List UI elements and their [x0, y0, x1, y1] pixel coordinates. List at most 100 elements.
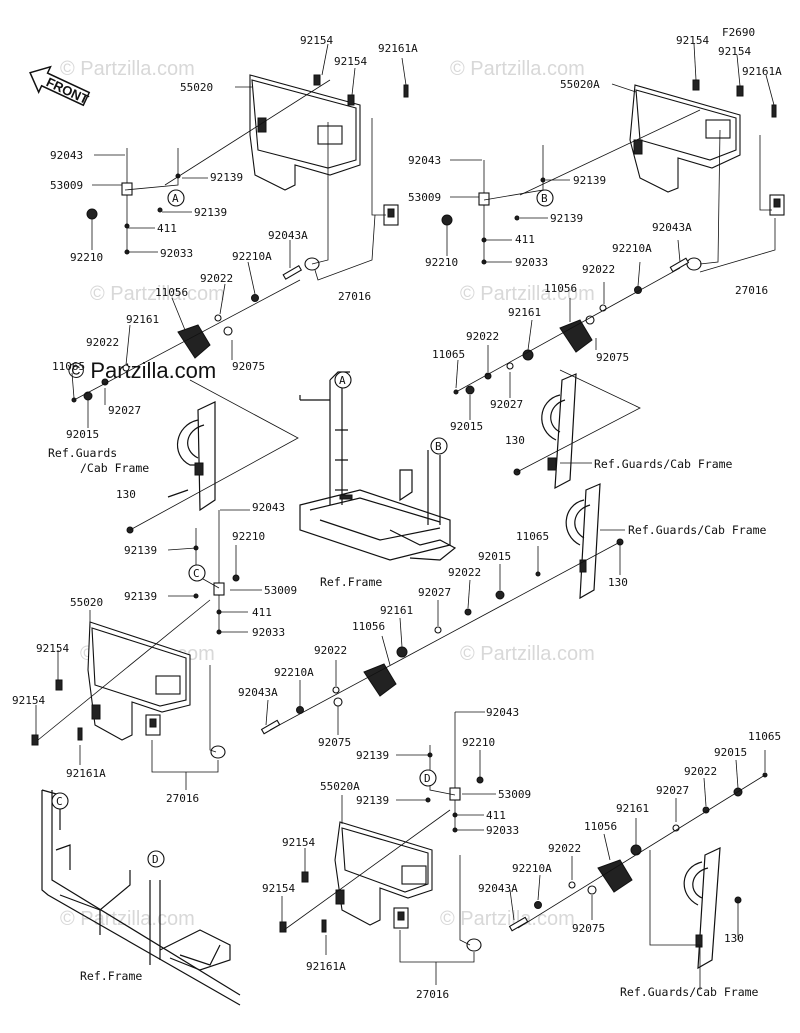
- label-92210: 92210: [425, 256, 458, 269]
- circle-ref-a-small: A: [172, 192, 179, 205]
- circle-ref-d-small: D: [424, 772, 431, 785]
- label-92043: 92043: [408, 154, 441, 167]
- watermark: © Partzilla.com: [90, 283, 225, 305]
- ref-guards-cab-frame: Ref.Guards/Cab Frame: [620, 985, 759, 999]
- label-92154: 92154: [36, 642, 69, 655]
- label-92139: 92139: [194, 206, 227, 219]
- label-92027: 92027: [108, 404, 141, 417]
- label-92043a: 92043A: [238, 686, 278, 699]
- label-92154: 92154: [334, 55, 367, 68]
- label-92027: 92027: [656, 784, 689, 797]
- label-92161: 92161: [616, 802, 649, 815]
- label-92022: 92022: [466, 330, 499, 343]
- label-92075: 92075: [596, 351, 629, 364]
- circle-ref-c-small: C: [193, 567, 200, 580]
- label-130: 130: [608, 576, 628, 589]
- label-92161a: 92161A: [66, 767, 106, 780]
- circle-ref-b-small: B: [541, 192, 548, 205]
- label-92161: 92161: [380, 604, 413, 617]
- label-411: 411: [157, 222, 177, 235]
- label-55020a: 55020A: [560, 78, 600, 91]
- label-92139: 92139: [356, 749, 389, 762]
- label-55020a: 55020A: [320, 780, 360, 793]
- label-27016: 27016: [735, 284, 768, 297]
- label-92027: 92027: [418, 586, 451, 599]
- ref-frame-bottom: Ref.Frame: [80, 969, 142, 983]
- label-130: 130: [724, 932, 744, 945]
- label-92161: 92161: [126, 313, 159, 326]
- label-11056: 11056: [584, 820, 617, 833]
- label-92210: 92210: [70, 251, 103, 264]
- watermark: © Partzilla.com: [450, 58, 585, 80]
- label-27016: 27016: [338, 290, 371, 303]
- ref-frame-center: Ref.Frame: [320, 575, 382, 589]
- label-92210a: 92210A: [232, 250, 272, 263]
- watermark: © Partzilla.com: [60, 58, 195, 80]
- label-92015: 92015: [478, 550, 511, 563]
- label-92022: 92022: [314, 644, 347, 657]
- label-92139: 92139: [550, 212, 583, 225]
- ref-guards-cab-frame: Ref.Guards/Cab Frame: [594, 457, 733, 471]
- label-92022: 92022: [548, 842, 581, 855]
- label-92015: 92015: [66, 428, 99, 441]
- label-92154: 92154: [676, 34, 709, 47]
- label-92210a: 92210A: [512, 862, 552, 875]
- watermark: © Partzilla.com: [460, 283, 595, 305]
- label-92154: 92154: [300, 34, 333, 47]
- central-frame: A B Ref.Frame: [299, 371, 457, 589]
- label-92154: 92154: [12, 694, 45, 707]
- label-92022: 92022: [86, 336, 119, 349]
- label-11065: 11065: [432, 348, 465, 361]
- label-27016: 27016: [416, 988, 449, 1001]
- label-11056: 11056: [155, 286, 188, 299]
- label-11065: 11065: [748, 730, 781, 743]
- assembly-d: C D Ref.Frame: [41, 706, 781, 1006]
- label-92015: 92015: [450, 420, 483, 433]
- label-92043: 92043: [486, 706, 519, 719]
- label-92154: 92154: [282, 836, 315, 849]
- label-92027: 92027: [490, 398, 523, 411]
- label-11065: 11065: [516, 530, 549, 543]
- label-92154: 92154: [262, 882, 295, 895]
- label-55020: 55020: [70, 596, 103, 609]
- label-92022: 92022: [684, 765, 717, 778]
- label-11056: 11056: [352, 620, 385, 633]
- label-92210a: 92210A: [612, 242, 652, 255]
- watermark-dark: © Partzilla.com: [68, 358, 216, 383]
- label-53009: 53009: [408, 191, 441, 204]
- label-92161a: 92161A: [742, 65, 782, 78]
- label-11056: 11056: [544, 282, 577, 295]
- label-92075: 92075: [572, 922, 605, 935]
- label-53009: 53009: [498, 788, 531, 801]
- label-92033: 92033: [252, 626, 285, 639]
- label-92022: 92022: [582, 263, 615, 276]
- label-130: 130: [505, 434, 525, 447]
- label-92043: 92043: [252, 501, 285, 514]
- label-92154: 92154: [718, 45, 751, 58]
- ref-guards-a: Ref.Guards: [48, 446, 117, 460]
- label-92033: 92033: [515, 256, 548, 269]
- label-92210: 92210: [462, 736, 495, 749]
- label-55020: 55020: [180, 81, 213, 94]
- label-92022: 92022: [200, 272, 233, 285]
- ref-guards-cab-frame: Ref.Guards/Cab Frame: [628, 523, 767, 537]
- label-53009: 53009: [264, 584, 297, 597]
- label-92161a: 92161A: [306, 960, 346, 973]
- assembly-b: B 92154 92154 92161A 55020A 92043 53009 …: [408, 34, 785, 490]
- circle-ref-d: D: [152, 853, 159, 866]
- label-92075: 92075: [318, 736, 351, 749]
- label-92022: 92022: [448, 566, 481, 579]
- label-53009: 53009: [50, 179, 83, 192]
- label-92139: 92139: [356, 794, 389, 807]
- assembly-a: A 92154 92154 92161A 55020 92043 53009 9…: [48, 34, 418, 534]
- label-92139: 92139: [124, 590, 157, 603]
- label-92015: 92015: [714, 746, 747, 759]
- label-92043a: 92043A: [478, 882, 518, 895]
- label-92161a: 92161A: [378, 42, 418, 55]
- circle-ref-c: C: [56, 795, 63, 808]
- label-92139: 92139: [573, 174, 606, 187]
- label-92161: 92161: [508, 306, 541, 319]
- watermark: © Partzilla.com: [460, 643, 595, 665]
- label-11065: 11065: [52, 360, 85, 373]
